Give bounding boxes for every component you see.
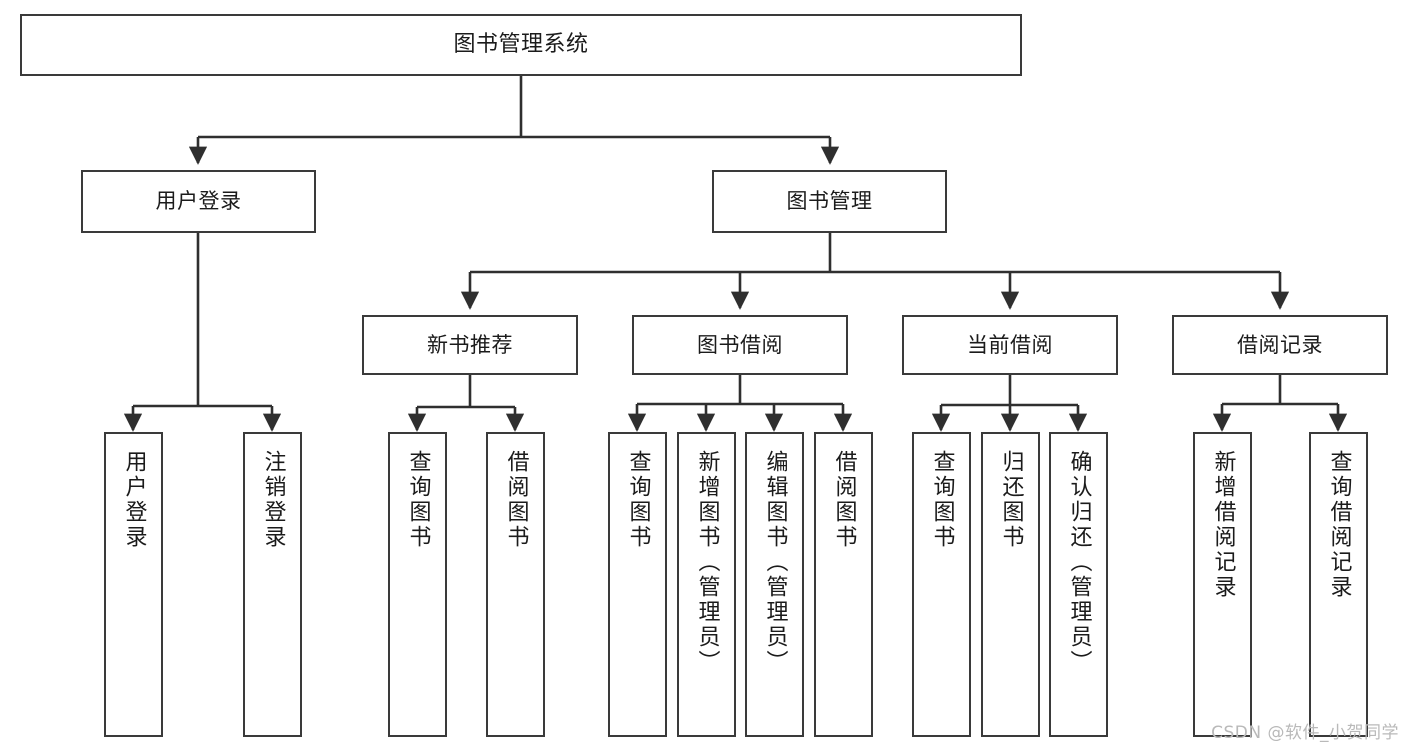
node-label: 图书管理系统 (453, 32, 589, 58)
node-label: 查询借阅记录 (1326, 450, 1352, 600)
leaf-query-book-borrow[interactable]: 查询图书 (608, 432, 667, 737)
node-label: 借阅记录 (1237, 332, 1323, 357)
node-label: 用户登录 (121, 450, 147, 550)
node-label: 新增图书（管理员） (694, 450, 720, 675)
node-label: 查询图书 (625, 450, 651, 550)
leaf-confirm-return-admin[interactable]: 确认归还（管理员） (1049, 432, 1108, 737)
node-label: 注销登录 (260, 450, 286, 550)
leaf-return-book[interactable]: 归还图书 (981, 432, 1040, 737)
node-label: 图书管理 (786, 189, 873, 214)
leaf-edit-book-admin[interactable]: 编辑图书（管理员） (745, 432, 804, 737)
leaf-user-login[interactable]: 用户登录 (104, 432, 163, 737)
node-label: 图书借阅 (697, 332, 783, 357)
node-label: 借阅图书 (831, 450, 857, 550)
leaf-borrow-book-recommendation[interactable]: 借阅图书 (486, 432, 545, 737)
node-label: 新增借阅记录 (1210, 450, 1236, 600)
node-label: 当前借阅 (967, 332, 1053, 357)
node-label: 确认归还（管理员） (1066, 450, 1092, 675)
node-label: 查询图书 (405, 450, 431, 550)
node-user-login[interactable]: 用户登录 (81, 170, 316, 233)
node-book-borrow[interactable]: 图书借阅 (632, 315, 848, 375)
node-borrow-record[interactable]: 借阅记录 (1172, 315, 1388, 375)
csdn-watermark: CSDN @软件_小贺同学 (1211, 723, 1399, 743)
node-root-system[interactable]: 图书管理系统 (20, 14, 1022, 76)
leaf-query-borrow-record[interactable]: 查询借阅记录 (1309, 432, 1368, 737)
node-label: 用户登录 (155, 189, 242, 214)
node-book-manage[interactable]: 图书管理 (712, 170, 947, 233)
leaf-add-book-admin[interactable]: 新增图书（管理员） (677, 432, 736, 737)
node-label: 查询图书 (929, 450, 955, 550)
node-label: 新书推荐 (427, 332, 513, 357)
leaf-add-borrow-record[interactable]: 新增借阅记录 (1193, 432, 1252, 737)
node-current-borrow[interactable]: 当前借阅 (902, 315, 1118, 375)
node-label: 编辑图书（管理员） (762, 450, 788, 675)
leaf-query-book-recommendation[interactable]: 查询图书 (388, 432, 447, 737)
leaf-query-book-current[interactable]: 查询图书 (912, 432, 971, 737)
node-label: 借阅图书 (503, 450, 529, 550)
leaf-borrow-book-borrow[interactable]: 借阅图书 (814, 432, 873, 737)
leaf-logout[interactable]: 注销登录 (243, 432, 302, 737)
node-new-book-recommendation[interactable]: 新书推荐 (362, 315, 578, 375)
node-label: 归还图书 (998, 450, 1024, 550)
